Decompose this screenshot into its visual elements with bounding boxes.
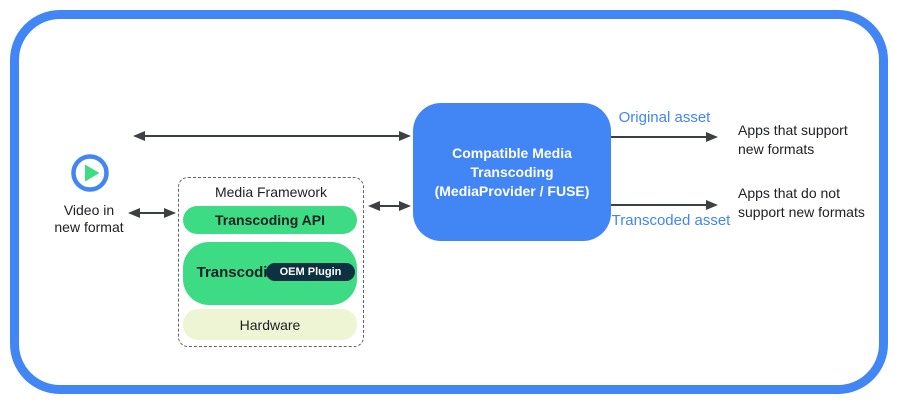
arrowhead-right-icon (706, 200, 718, 210)
arrowhead-left-icon (368, 201, 380, 211)
arrowhead-right-icon (706, 132, 718, 142)
compatible-media-transcoding-box: Compatible Media Transcoding (MediaProvi… (413, 103, 611, 241)
video-source-label: Video in new format (54, 202, 124, 235)
arrowhead-left-icon (128, 208, 140, 218)
arrow-framework-to-transcoding (368, 200, 411, 212)
apps-support-label: Apps that support new formats (738, 122, 848, 157)
arrowhead-right-icon (399, 131, 411, 141)
media-framework-box: Media Framework Transcoding API Transcod… (178, 177, 364, 347)
transcoded-asset-label: Transcoded asset (611, 212, 731, 229)
arrow-apps-to-transcoding (133, 130, 411, 142)
play-icon (71, 154, 109, 192)
arrowhead-right-icon (164, 208, 176, 218)
media-framework-title: Media Framework (214, 184, 328, 200)
transcoding-api-pill: Transcoding API (183, 206, 357, 234)
arrowhead-right-icon (399, 201, 411, 211)
hardware-pill: Hardware (183, 309, 357, 340)
arrow-source-to-framework (128, 207, 176, 219)
arrow-original-asset (611, 131, 718, 143)
arrowhead-left-icon (133, 131, 145, 141)
apps-no-support-label: Apps that do not support new formats (738, 185, 865, 220)
oem-plugin-pill: OEM Plugin (266, 263, 355, 281)
original-asset-label: Original asset (618, 109, 711, 126)
arrow-transcoded-asset (611, 199, 718, 211)
